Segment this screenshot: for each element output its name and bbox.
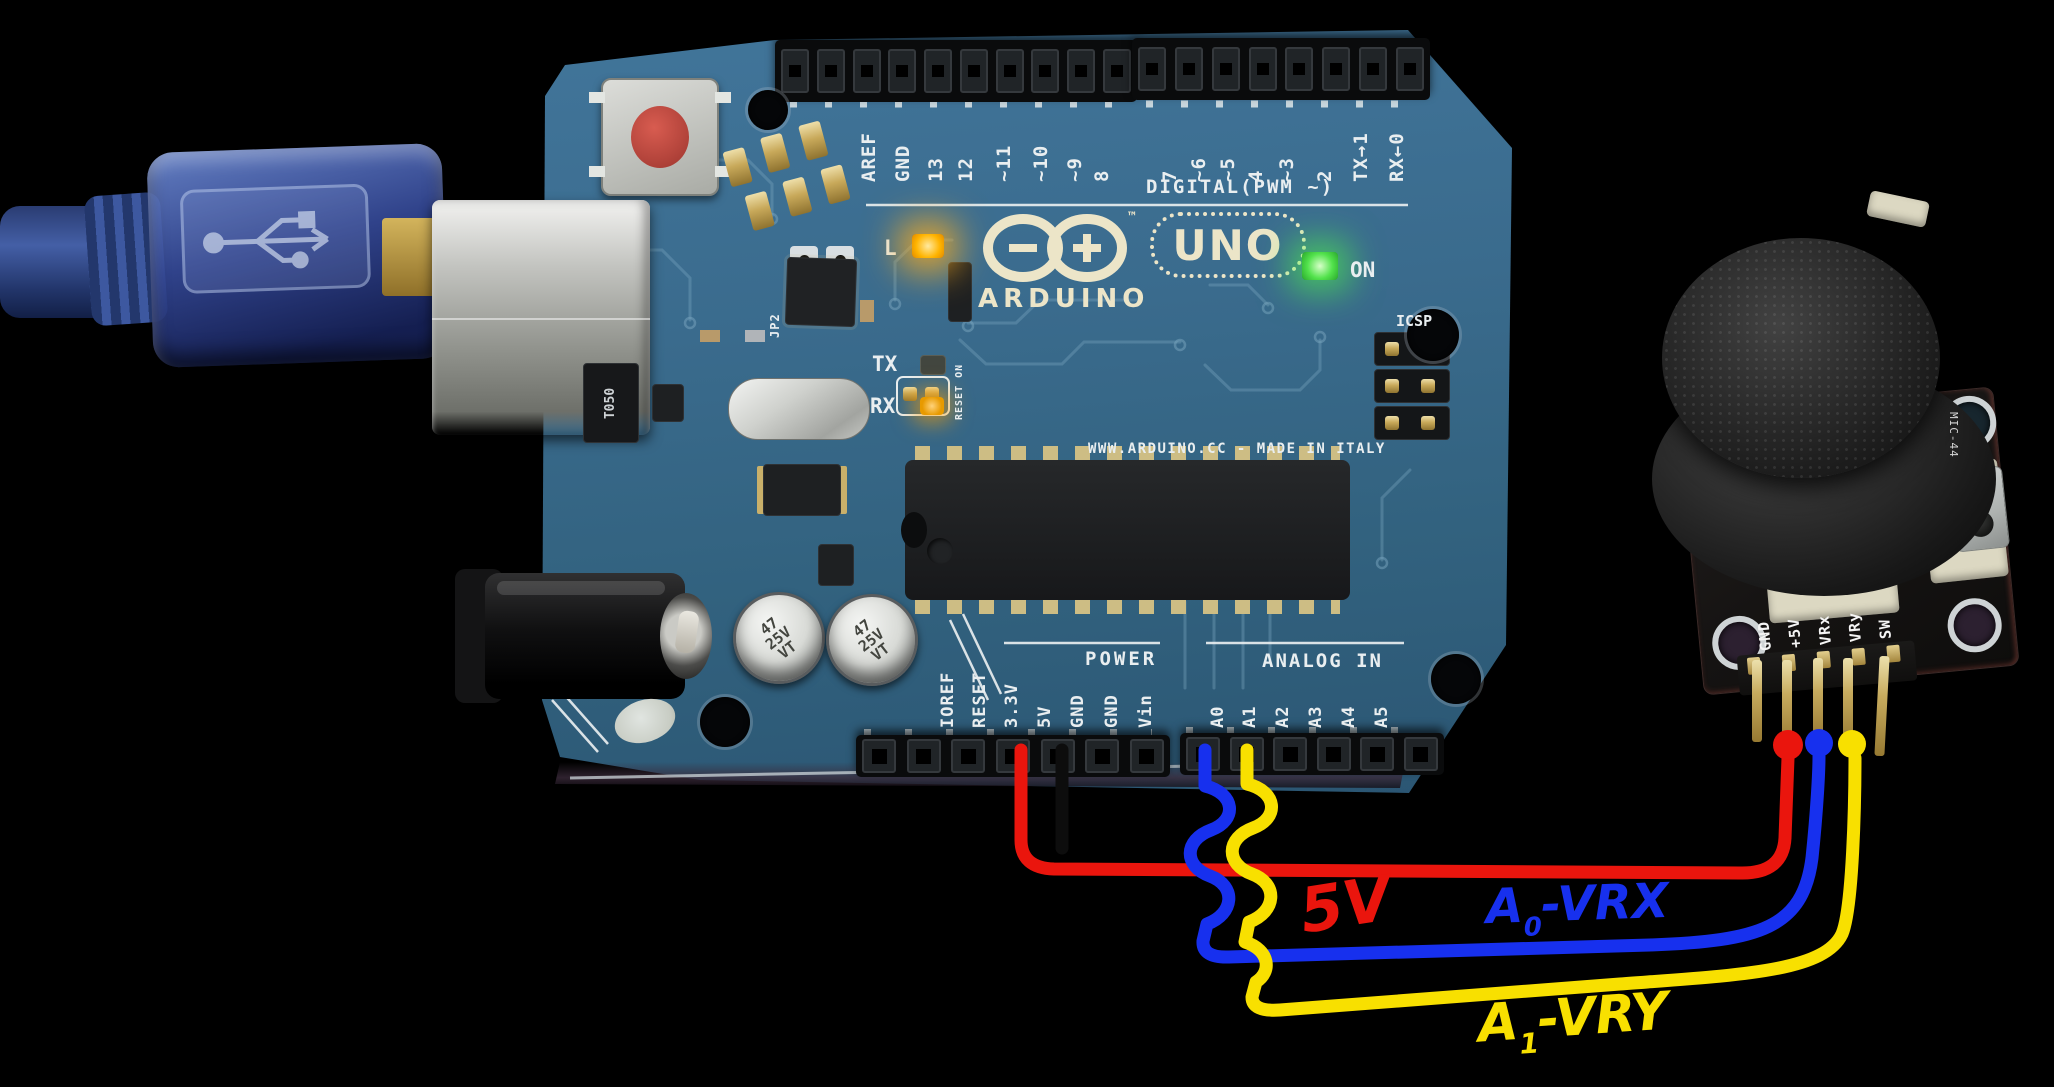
led-l — [912, 234, 944, 258]
smd-component — [700, 330, 720, 342]
reset-button-leg — [589, 166, 605, 177]
led-rx — [920, 397, 944, 415]
atmega-legs-top — [915, 446, 1340, 462]
header-socket[interactable] — [1395, 47, 1424, 91]
annotation-a0-vrx: A0-VRX — [1484, 872, 1670, 943]
uno-badge: UNO — [1150, 212, 1306, 278]
smd-component — [745, 330, 765, 342]
mounting-hole-bottom-mid — [700, 697, 750, 747]
header-socket[interactable] — [1403, 737, 1438, 771]
barrel-jack — [455, 565, 720, 707]
fuse: T050 — [583, 363, 639, 443]
header-socket[interactable] — [862, 739, 896, 773]
led-on — [1302, 252, 1338, 280]
reset-button[interactable] — [589, 78, 731, 196]
header-socket[interactable] — [816, 49, 845, 93]
joystick-pin-vry — [1843, 658, 1853, 744]
icsp-label: ICSP — [1396, 312, 1433, 330]
header-socket[interactable] — [1322, 47, 1351, 91]
annotation-a1-vry: A1-VRY — [1475, 981, 1671, 1061]
reset-button-leg — [589, 92, 605, 103]
wire-a0-terminal — [1805, 729, 1833, 757]
joystick-pin-gnd — [1752, 660, 1762, 742]
mounting-hole-bottom-right — [1431, 654, 1481, 704]
header-socket[interactable] — [1316, 737, 1351, 771]
header-socket[interactable] — [1138, 47, 1166, 91]
header-socket[interactable] — [1031, 49, 1060, 93]
atmega-chip — [901, 460, 1350, 600]
header-socket[interactable] — [1211, 47, 1240, 91]
crystal-oscillator — [728, 378, 870, 440]
wire-a1-terminal — [1838, 730, 1866, 758]
header-socket[interactable] — [1248, 47, 1277, 91]
website-text: WWW.ARDUINO.CC - MADE IN ITALY — [1088, 441, 1386, 457]
digital-header-left — [775, 40, 1137, 102]
header-socket[interactable] — [888, 49, 917, 93]
header-socket[interactable] — [852, 49, 881, 93]
smd-resistor — [948, 262, 972, 322]
header-socket[interactable] — [1085, 739, 1120, 773]
led-l-label: L — [884, 236, 897, 260]
header-socket[interactable] — [1273, 737, 1308, 771]
header-socket[interactable] — [995, 49, 1024, 93]
soic8-chip — [763, 464, 841, 516]
wire-5v-terminal — [1773, 730, 1803, 760]
small-ic — [818, 544, 854, 586]
header-socket[interactable] — [924, 49, 953, 93]
annotation-5v: 5V — [1294, 861, 1397, 948]
header-socket[interactable] — [951, 739, 986, 773]
mounting-hole-top-right — [1407, 309, 1459, 361]
reset-button-leg — [715, 92, 731, 103]
arduino-logo-icon — [983, 214, 1127, 282]
reset-button-leg — [715, 166, 731, 177]
mounting-hole-top-left — [748, 90, 788, 130]
header-socket[interactable] — [1067, 49, 1096, 93]
trademark: ™ — [1128, 210, 1136, 225]
power-section-label: POWER — [1085, 648, 1158, 670]
arduino-brand-text: ARDUINO — [978, 284, 1150, 314]
header-socket[interactable] — [1360, 737, 1395, 771]
header-socket[interactable] — [1102, 49, 1131, 93]
wire-a0-blue — [1183, 743, 1826, 964]
tx-label: TX — [872, 352, 898, 376]
usb-trident-icon — [203, 210, 329, 269]
header-socket[interactable] — [781, 49, 809, 93]
reset-button-cap — [631, 106, 689, 168]
joystick-knob-cap[interactable] — [1662, 238, 1940, 478]
header-socket[interactable] — [1285, 47, 1314, 91]
digital-section-label: DIGITAL(PWM ~) — [1146, 176, 1335, 198]
header-socket[interactable] — [1359, 47, 1388, 91]
usb-gold-contact — [382, 218, 438, 296]
analog-header — [1180, 733, 1444, 775]
transistor — [652, 384, 684, 422]
rx-label: RX — [870, 394, 896, 418]
header-socket[interactable] — [906, 739, 941, 773]
atmega-legs-bottom — [915, 598, 1340, 614]
header-socket[interactable] — [1129, 739, 1164, 773]
header-socket[interactable] — [959, 49, 988, 93]
header-socket[interactable] — [1174, 47, 1203, 91]
joystick-pin-vrx — [1813, 658, 1823, 740]
digital-header-right — [1132, 38, 1430, 100]
led-tx — [920, 355, 946, 375]
uno-model-text: UNO — [1172, 220, 1284, 270]
usb-shell-seam — [432, 318, 650, 320]
on-label: ON — [1350, 258, 1376, 282]
wire-a1-yellow — [1225, 743, 1862, 1017]
smd-component — [860, 300, 874, 322]
wire-5v-red — [1014, 743, 1795, 880]
usb-plug — [146, 142, 449, 369]
joystick-pin-5v — [1782, 660, 1792, 746]
analog-section-label: ANALOG IN — [1262, 650, 1383, 672]
